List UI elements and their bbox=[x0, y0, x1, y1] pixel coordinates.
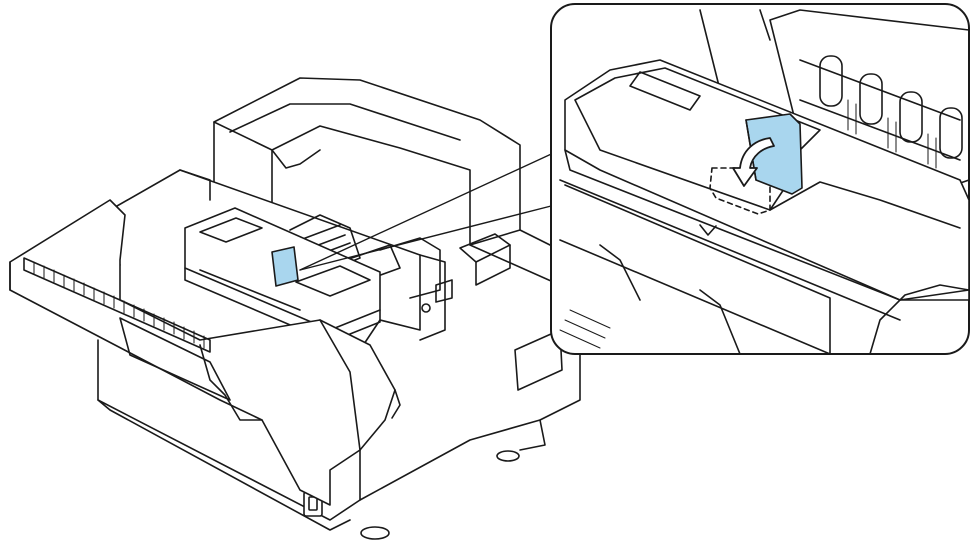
front-foot bbox=[360, 526, 390, 540]
right-foot bbox=[519, 419, 546, 451]
guide-label bbox=[199, 217, 263, 243]
detail-lower-rail bbox=[559, 179, 901, 321]
right-foot-pad bbox=[496, 450, 520, 462]
detail-lower-ribs bbox=[599, 244, 741, 354]
inner-frame-right bbox=[419, 254, 446, 341]
detail-rollers bbox=[799, 55, 963, 161]
detail-guide-edge bbox=[564, 149, 969, 301]
detail-lower-window bbox=[559, 184, 831, 354]
detail-roller-ribs bbox=[847, 99, 937, 169]
rear-cover-latch bbox=[271, 149, 321, 169]
cover-hinge-edge bbox=[319, 319, 361, 451]
inner-frame-post bbox=[179, 169, 211, 201]
frame-bracket bbox=[379, 237, 441, 299]
side-handle-lower bbox=[475, 244, 511, 286]
callout-detail bbox=[550, 3, 970, 355]
release-tab-highlight bbox=[271, 246, 299, 287]
curved-arrow-down-icon bbox=[732, 137, 775, 187]
cover-grille-slots bbox=[33, 261, 205, 349]
detail-grille-fragment bbox=[559, 309, 611, 349]
detail-cover-curve bbox=[869, 284, 969, 354]
printer-body bbox=[9, 77, 581, 540]
base-bottom bbox=[97, 399, 351, 531]
cover-hinge-latch bbox=[391, 389, 401, 419]
rear-cover bbox=[213, 77, 521, 246]
rear-cover-edge bbox=[229, 103, 461, 141]
frame-screw bbox=[421, 303, 431, 313]
detail-clip bbox=[699, 224, 717, 236]
frame-button bbox=[435, 279, 453, 303]
cover-window bbox=[119, 317, 231, 401]
guide-plate-pad bbox=[295, 265, 371, 297]
detail-guide-step bbox=[769, 181, 961, 229]
guide-plate-slot bbox=[199, 269, 301, 311]
detail-guide-label bbox=[629, 71, 701, 111]
cover-handle bbox=[199, 344, 263, 421]
side-vent bbox=[514, 329, 563, 391]
detail-frame-lines bbox=[699, 9, 771, 91]
base-front bbox=[97, 339, 361, 521]
callout-leaders bbox=[299, 149, 561, 271]
